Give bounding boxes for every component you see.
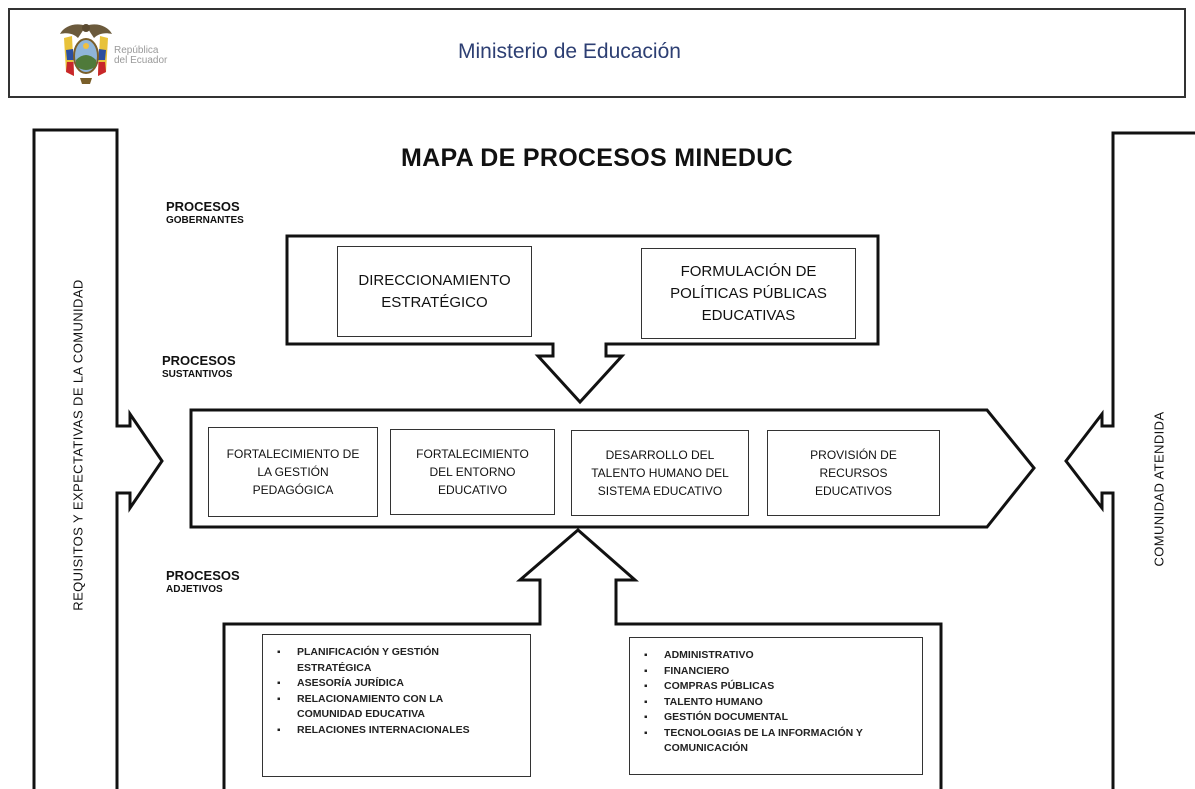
adjetivos-right-items: ▪ ADMINISTRATIVO ▪ FINANCIERO ▪ COMPRAS PÚBLI… <box>638 648 914 757</box>
list-item-text: COMPRAS PÚBLICAS <box>664 680 775 692</box>
list-item-text: TALENTO HUMANO <box>664 695 763 708</box>
gov-box-text: FORMULACIÓN DE POLÍTICAS PÚBLICAS EDUCAT… <box>670 262 827 324</box>
list-item: ▪ FINANCIERO <box>638 664 914 680</box>
bullet-icon: ▪ <box>644 665 648 677</box>
sustantivos-label: PROCESOS SUSTANTIVOS <box>162 353 236 381</box>
list-item-text: TECNOLOGIAS DE LA INFORMACIÓN Y COMUNICA… <box>664 726 863 755</box>
list-item: ▪ GESTIÓN DOCUMENTAL <box>638 710 914 726</box>
bullet-icon: ▪ <box>644 681 648 692</box>
list-item: ▪ RELACIONAMIENTO CON LA COMUNIDAD EDUCAT… <box>271 692 522 723</box>
sust-box-text: FORTALECIMIENTO DE LA GESTIÓN PEDAGÓGICA <box>226 447 360 497</box>
header-banner: República del Ecuador Ministerio de Educ… <box>8 8 1186 98</box>
bullet-icon: ▪ <box>644 696 648 708</box>
list-item-text: PLANIFICACIÓN Y GESTIÓN ESTRATÉGICA <box>297 646 439 674</box>
list-item-text: ADMINISTRATIVO <box>664 649 754 661</box>
bullet-icon: ▪ <box>277 678 281 689</box>
gov-box-direccionamiento: DIRECCIONAMIENTO ESTRATÉGICO <box>337 246 532 337</box>
sust-box-text: DESARROLLO DEL TALENTO HUMANO DEL SISTEM… <box>591 448 729 498</box>
list-item-text: FINANCIERO <box>664 664 730 677</box>
adjetivos-left-items: ▪ PLANIFICACIÓN Y GESTIÓN ESTRATÉGICA ▪ ASE… <box>271 645 522 738</box>
adjetivos-list-left: ▪ PLANIFICACIÓN Y GESTIÓN ESTRATÉGICA ▪ ASE… <box>262 634 531 777</box>
sust-box-text: FORTALECIMIENTO DEL ENTORNO EDUCATIVO <box>416 447 529 497</box>
adjetivos-label-sub: ADJETIVOS <box>166 584 223 595</box>
sust-box-text: PROVISIÓN DE RECURSOS EDUCATIVOS <box>810 448 897 498</box>
bullet-icon: ▪ <box>644 727 648 739</box>
gobernantes-label-sub: GOBERNANTES <box>166 215 244 226</box>
diagram-title: MAPA DE PROCESOS MINEDUC <box>401 144 793 172</box>
list-item-text: ASESORÍA JURÍDICA <box>297 677 404 689</box>
sust-box-recursos-educativos: PROVISIÓN DE RECURSOS EDUCATIVOS <box>767 430 940 516</box>
sustantivos-label-sub: SUSTANTIVOS <box>162 369 233 380</box>
bullet-icon: ▪ <box>644 712 648 723</box>
right-output-arrow <box>1064 131 1195 789</box>
gov-box-text: DIRECCIONAMIENTO ESTRATÉGICO <box>358 271 511 311</box>
list-item: ▪ ADMINISTRATIVO <box>638 648 914 664</box>
sust-box-gestion-pedagogica: FORTALECIMIENTO DE LA GESTIÓN PEDAGÓGICA <box>208 427 378 517</box>
list-item: ▪ ASESORÍA JURÍDICA <box>271 676 522 692</box>
list-item: ▪ TECNOLOGIAS DE LA INFORMACIÓN Y COMUNIC… <box>638 726 914 757</box>
republic-label: República del Ecuador <box>114 46 167 66</box>
adjetivos-label-main: PROCESOS <box>166 568 240 583</box>
list-item: ▪ RELACIONES INTERNACIONALES <box>271 723 522 739</box>
sustantivos-label-main: PROCESOS <box>162 353 236 368</box>
sust-box-talento-humano: DESARROLLO DEL TALENTO HUMANO DEL SISTEM… <box>571 430 749 516</box>
bullet-icon: ▪ <box>277 647 281 658</box>
list-item-text: RELACIONES INTERNACIONALES <box>297 723 470 736</box>
republic-line-1: República <box>114 45 159 56</box>
bullet-icon: ▪ <box>277 724 281 736</box>
list-item-text: RELACIONAMIENTO CON LA COMUNIDAD EDUCATI… <box>297 692 444 721</box>
left-input-arrow <box>32 128 164 789</box>
ministry-title: Ministerio de Educación <box>458 40 681 63</box>
bullet-icon: ▪ <box>644 650 648 661</box>
bullet-icon: ▪ <box>277 693 281 705</box>
list-item: ▪ TALENTO HUMANO <box>638 695 914 711</box>
left-band-label: REQUISITOS Y EXPECTATIVAS DE LA COMUNIDA… <box>70 279 86 611</box>
adjetivos-label: PROCESOS ADJETIVOS <box>166 568 240 596</box>
list-item: ▪ COMPRAS PÚBLICAS <box>638 679 914 695</box>
gov-box-formulacion: FORMULACIÓN DE POLÍTICAS PÚBLICAS EDUCAT… <box>641 248 856 339</box>
gobernantes-label: PROCESOS GOBERNANTES <box>166 199 244 227</box>
ecuador-seal-icon <box>60 24 112 84</box>
adjetivos-list-right: ▪ ADMINISTRATIVO ▪ FINANCIERO ▪ COMPRAS PÚBLI… <box>629 637 923 775</box>
list-item-text: GESTIÓN DOCUMENTAL <box>664 711 789 723</box>
republic-line-2: del Ecuador <box>114 55 168 66</box>
list-item: ▪ PLANIFICACIÓN Y GESTIÓN ESTRATÉGICA <box>271 645 522 676</box>
right-band-label: COMUNIDAD ATENDIDA <box>1151 411 1167 567</box>
gobernantes-label-main: PROCESOS <box>166 199 240 214</box>
sust-box-entorno-educativo: FORTALECIMIENTO DEL ENTORNO EDUCATIVO <box>390 429 555 515</box>
